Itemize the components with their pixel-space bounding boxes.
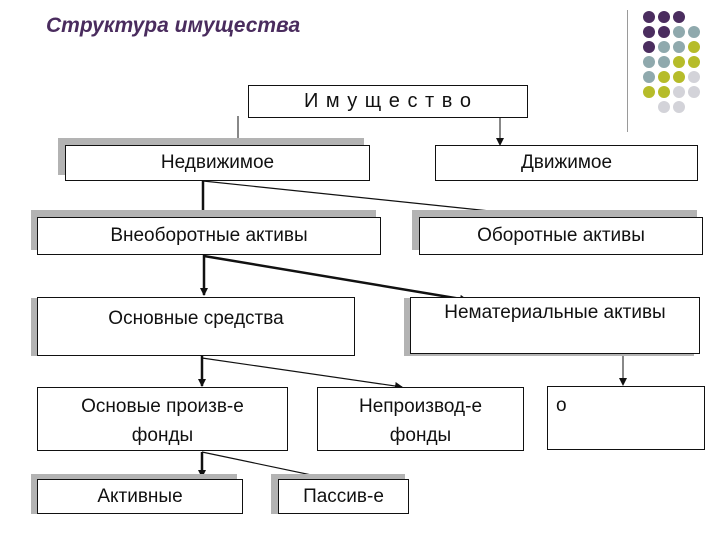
node-passive-label: Пассив-е — [303, 486, 384, 507]
node-root-label: И м у щ е с т в о — [303, 90, 473, 112]
decorative-dot — [643, 56, 655, 68]
decorative-dot — [658, 26, 670, 38]
decorative-dot — [658, 56, 670, 68]
decorative-dot — [643, 26, 655, 38]
node-other-label: о — [556, 395, 567, 416]
decorative-dot — [643, 41, 655, 53]
decorative-dot — [673, 26, 685, 38]
node-production-funds: Основые произв-е фонды — [37, 387, 288, 451]
decorative-dot — [643, 11, 655, 23]
decorative-dot — [658, 101, 670, 113]
decorative-dot — [688, 86, 700, 98]
decorative-dot — [658, 86, 670, 98]
arrow-immovable-to-current — [202, 180, 529, 219]
decorative-dot — [688, 41, 700, 53]
node-passive: Пассив-е — [278, 479, 409, 514]
node-movable: Движимое — [435, 145, 698, 181]
slide-title: Структура имущества — [46, 14, 301, 37]
node-fixed-assets: Основные средства — [37, 297, 355, 356]
decorative-dot — [643, 86, 655, 98]
node-current-assets: Оборотные активы — [419, 217, 703, 255]
decorative-dot — [658, 41, 670, 53]
node-intangible-assets-label: Нематериальные активы — [444, 302, 666, 323]
node-immovable-label: Недвижимое — [160, 152, 275, 173]
node-intangible-assets: Нематериальные активы — [410, 297, 700, 354]
node-fixed-assets-label: Основные средства — [108, 308, 284, 329]
node-production-funds-label: Основые произв-е фонды — [81, 396, 244, 446]
decorative-dot — [673, 41, 685, 53]
decorative-dot — [673, 101, 685, 113]
decorative-dot — [658, 11, 670, 23]
node-active-label: Активные — [97, 486, 183, 507]
node-root: И м у щ е с т в о — [248, 85, 528, 118]
arrow-fixed-to-nonproduction — [201, 357, 403, 390]
node-immovable: Недвижимое — [65, 145, 370, 181]
node-nonproduction-funds-label: Непроизвод-е фонды — [358, 396, 483, 446]
decorative-dot — [688, 56, 700, 68]
node-movable-label: Движимое — [520, 152, 613, 173]
decorative-dot — [688, 71, 700, 83]
decorative-dot — [658, 71, 670, 83]
decorative-dot — [673, 11, 685, 23]
decorative-dot — [643, 71, 655, 83]
node-noncurrent-assets: Внеоборотные активы — [37, 217, 381, 255]
node-nonproduction-funds: Непроизвод-е фонды — [317, 387, 524, 451]
arrow-noncurrent-to-intangible — [203, 254, 468, 303]
node-other: о — [547, 386, 705, 450]
decorative-dot — [673, 71, 685, 83]
node-current-assets-label: Оборотные активы — [477, 225, 645, 246]
node-active: Активные — [37, 479, 243, 514]
decorative-dot — [673, 86, 685, 98]
node-noncurrent-assets-label: Внеоборотные активы — [110, 225, 308, 246]
decorative-divider — [627, 10, 628, 132]
decorative-dot — [688, 26, 700, 38]
decorative-dot — [673, 56, 685, 68]
